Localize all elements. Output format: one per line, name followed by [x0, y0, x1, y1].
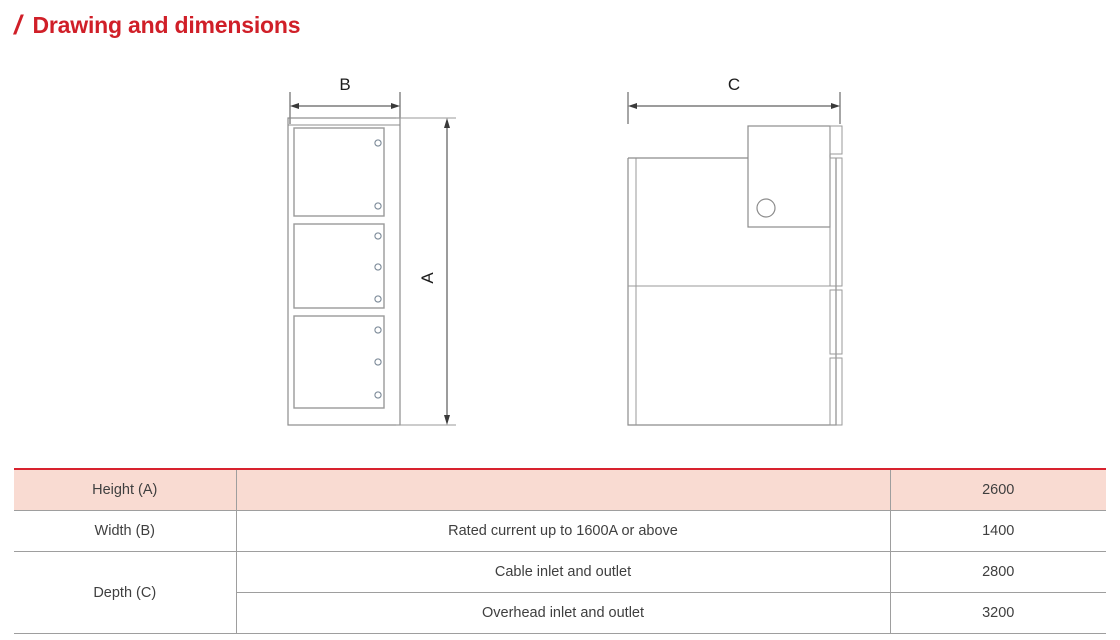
front-view-panel-2 [293, 223, 385, 309]
heading-accent-slash: / [14, 10, 22, 40]
front-view-panel-3 [293, 315, 385, 409]
row-label-depth: Depth (C) [14, 551, 236, 634]
panel-handle-icon [374, 263, 382, 271]
row-label-width: Width (B) [14, 510, 236, 552]
dimensions-table-wrapper: Height (A) 2600 Width (B) Rated current … [14, 468, 1106, 634]
technical-drawing-area: B [0, 62, 1120, 452]
side-view-depth-dimension: C [627, 75, 841, 124]
door-lock-circle-icon [756, 198, 776, 218]
table-row: Depth (C) Cable inlet and outlet 2800 [14, 551, 1106, 634]
page-title: / Drawing and dimensions [14, 10, 301, 40]
front-view-height-label: A [418, 272, 437, 284]
row-description-height [235, 468, 890, 511]
panel-handle-icon [374, 202, 382, 210]
row-description-depth-overhead: Overhead inlet and outlet [235, 592, 890, 634]
front-view-width-label: B [339, 75, 350, 94]
row-label-height: Height (A) [14, 468, 236, 511]
row-value-height: 2600 [889, 468, 1106, 511]
table-row: Height (A) 2600 [14, 468, 1106, 511]
row-value-depth-overhead: 3200 [889, 592, 1106, 634]
panel-handle-icon [374, 139, 382, 147]
panel-handle-icon [374, 295, 382, 303]
row-value-width: 1400 [889, 510, 1106, 552]
front-view-cabinet-outline [287, 117, 401, 426]
front-view-width-dimension: B [289, 75, 401, 124]
table-row: Overhead inlet and outlet 3200 [14, 592, 1106, 634]
panel-handle-icon [374, 326, 382, 334]
heading-label: Drawing and dimensions [32, 12, 301, 38]
row-description-depth-cable: Cable inlet and outlet [235, 551, 890, 593]
side-view-body-outline [627, 158, 837, 426]
front-view: B [287, 75, 456, 426]
front-view-height-dimension: A [396, 117, 456, 426]
side-view-depth-label: C [728, 75, 740, 94]
dimensions-table: Height (A) 2600 Width (B) Rated current … [14, 468, 1106, 634]
table-row: Width (B) Rated current up to 1600A or a… [14, 510, 1106, 552]
side-view-upper-block [747, 125, 831, 228]
side-view: C [627, 75, 843, 426]
row-description-width: Rated current up to 1600A or above [235, 510, 890, 552]
row-value-depth-cable: 2800 [889, 551, 1106, 593]
panel-handle-icon [374, 232, 382, 240]
front-view-panel-1 [293, 127, 385, 217]
panel-handle-icon [374, 358, 382, 366]
panel-handle-icon [374, 391, 382, 399]
